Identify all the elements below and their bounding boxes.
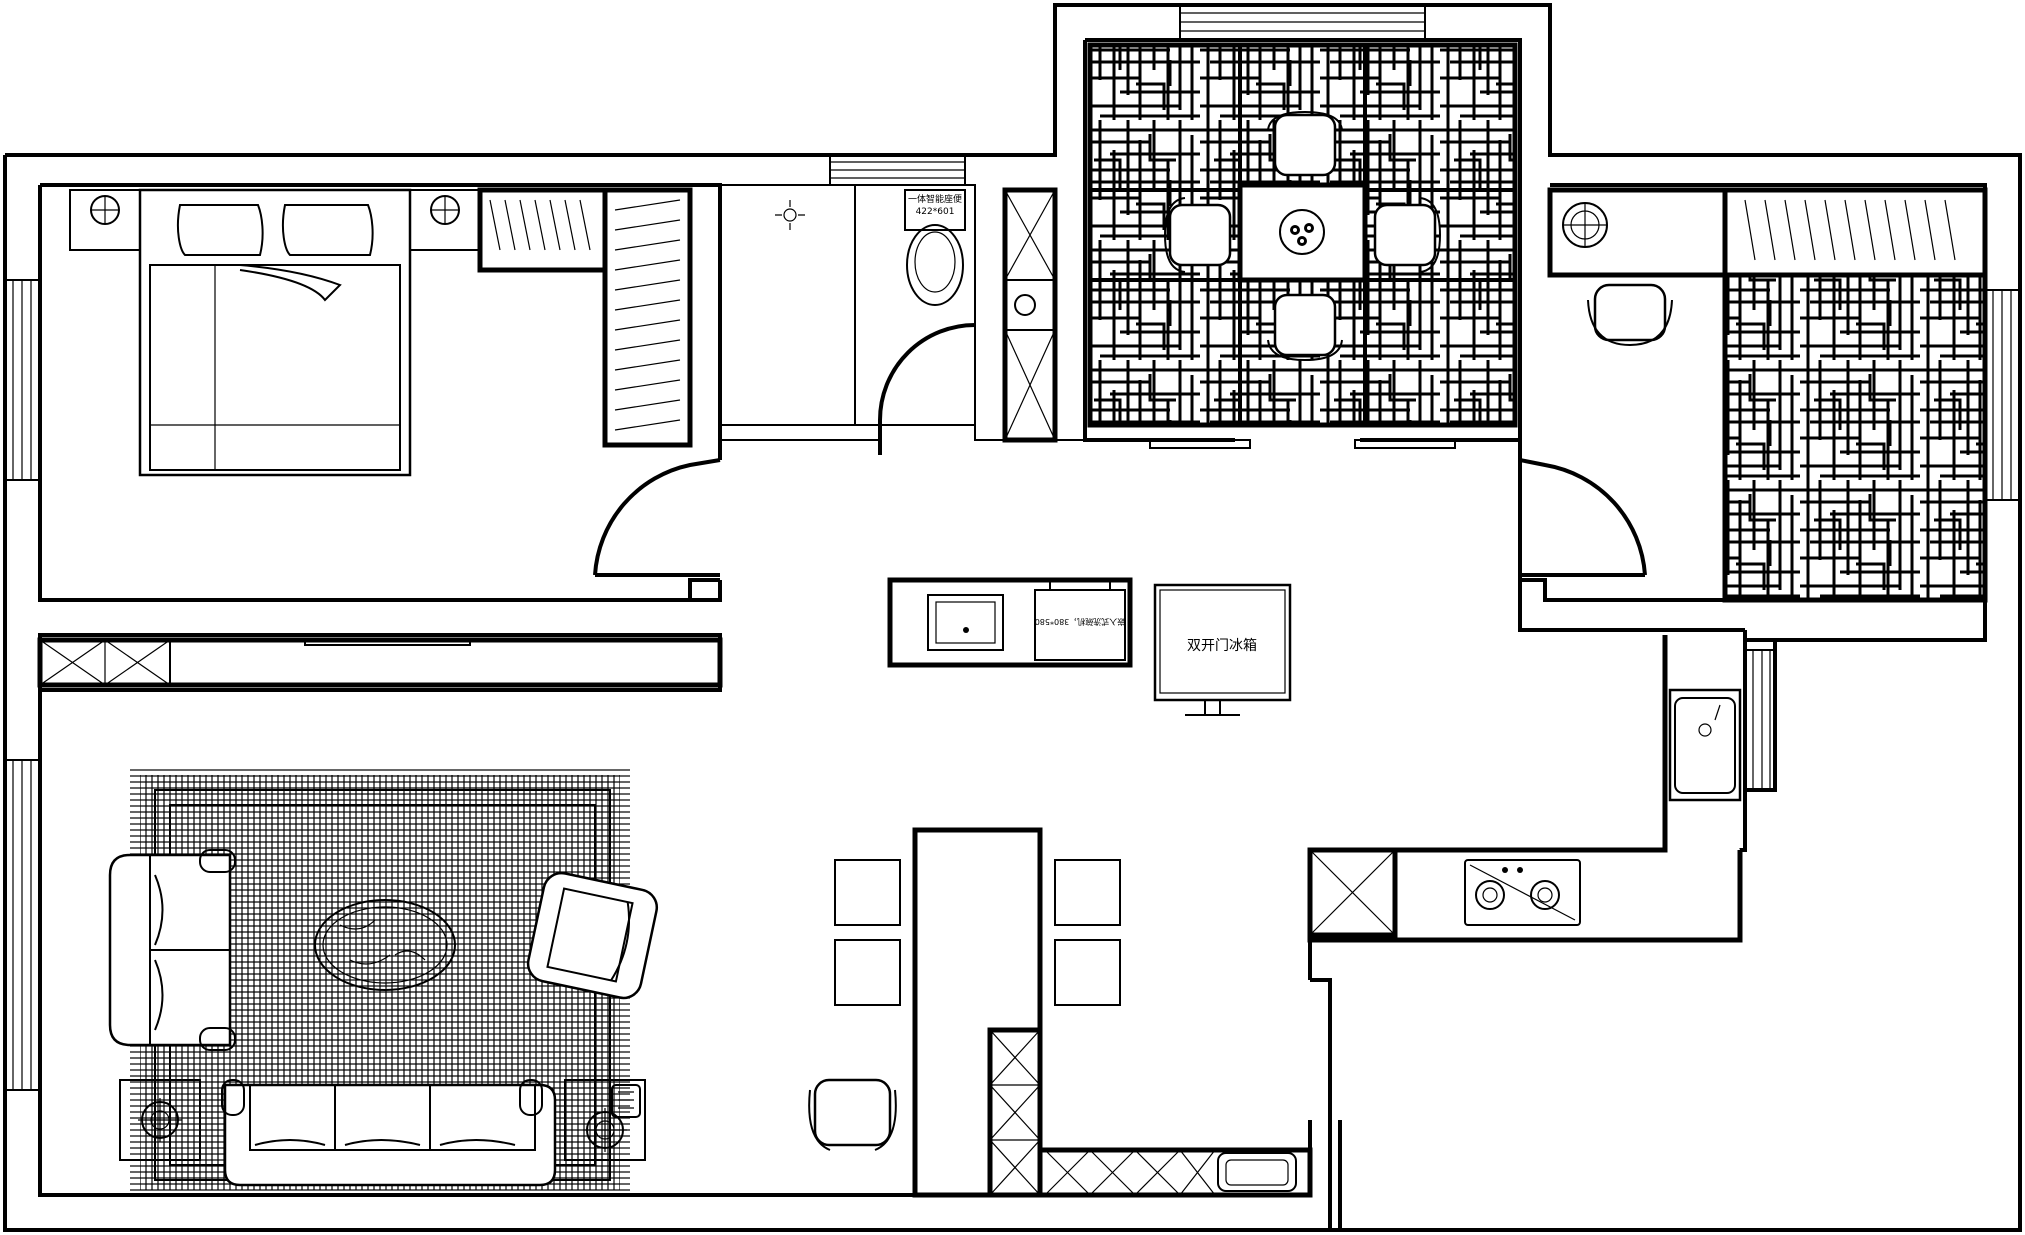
coffee-table [314, 899, 456, 991]
pillow-right [281, 204, 374, 256]
office-chair [808, 1078, 897, 1151]
toilet-name-label: 一体智能座便 [908, 193, 962, 205]
shower-head-icon [775, 200, 805, 230]
desk-chair [1587, 283, 1673, 347]
window-right-kitchen [1744, 649, 1776, 791]
corner-table [1547, 187, 1728, 278]
dining-chair-left [1163, 197, 1232, 273]
window-left-living [4, 759, 41, 1091]
dining-room [1087, 42, 1518, 428]
bar-cabinet [987, 1027, 1043, 1198]
kitchen-island: 嵌入式洗碗机，380*580 双开门冰箱 [887, 577, 1292, 716]
sink-icon [927, 594, 1004, 651]
dishwasher-label: 嵌入式洗碗机，380*580 [1035, 617, 1126, 627]
pillow-left [176, 204, 264, 256]
dining-chair-bottom [1267, 293, 1343, 362]
window-top-bath [829, 154, 966, 186]
fridge [1153, 583, 1292, 716]
toilet-icon [904, 189, 966, 306]
side-table-right [564, 1079, 646, 1161]
study-lattice-floor [1722, 272, 1988, 603]
dining-chair-top [1267, 110, 1343, 177]
toilet-size-label: 422*601 [916, 207, 955, 217]
interior-walls [688, 578, 1777, 850]
study [1547, 187, 1988, 603]
sofa-bottom [221, 1079, 557, 1187]
door-study-arc [1519, 458, 1647, 576]
bathroom: 一体智能座便 422*601 [719, 184, 1058, 443]
living-room [37, 637, 723, 1195]
bedroom [69, 187, 693, 477]
nightstand-right [409, 189, 481, 251]
windows [4, 4, 2021, 1091]
dining-table [1237, 182, 1368, 283]
television [304, 639, 471, 646]
door-bedroom-arc [593, 458, 721, 576]
bar-stools [834, 859, 1121, 1006]
kitchen-sink-icon [1674, 697, 1736, 794]
wardrobe-bedroom [477, 187, 693, 448]
tv-cabinet [37, 637, 723, 688]
side-table-left [119, 1079, 201, 1161]
armchair [526, 871, 659, 1000]
window-bottom-dining [1149, 439, 1456, 449]
nightstand-left [69, 189, 141, 251]
sofa-left [108, 849, 236, 1051]
kitchen [1307, 635, 1743, 943]
window-right-study [1984, 289, 2021, 501]
window-top-dining [1179, 4, 1426, 41]
gas-stove-icon [1464, 859, 1581, 926]
wardrobe-study [1722, 187, 1988, 278]
low-cabinet-bottom [1037, 1147, 1313, 1198]
double-bed [138, 188, 412, 477]
telephone-icon [611, 1084, 641, 1118]
fridge-label: 双开门冰箱 [1187, 638, 1257, 654]
window-left-bedroom [4, 279, 41, 481]
storage-cabinet [1002, 187, 1058, 443]
door-bath-arc [878, 323, 976, 421]
dining-chair-right [1373, 197, 1442, 273]
corner-cabinet [1307, 847, 1398, 938]
bar-area [808, 827, 1313, 1198]
